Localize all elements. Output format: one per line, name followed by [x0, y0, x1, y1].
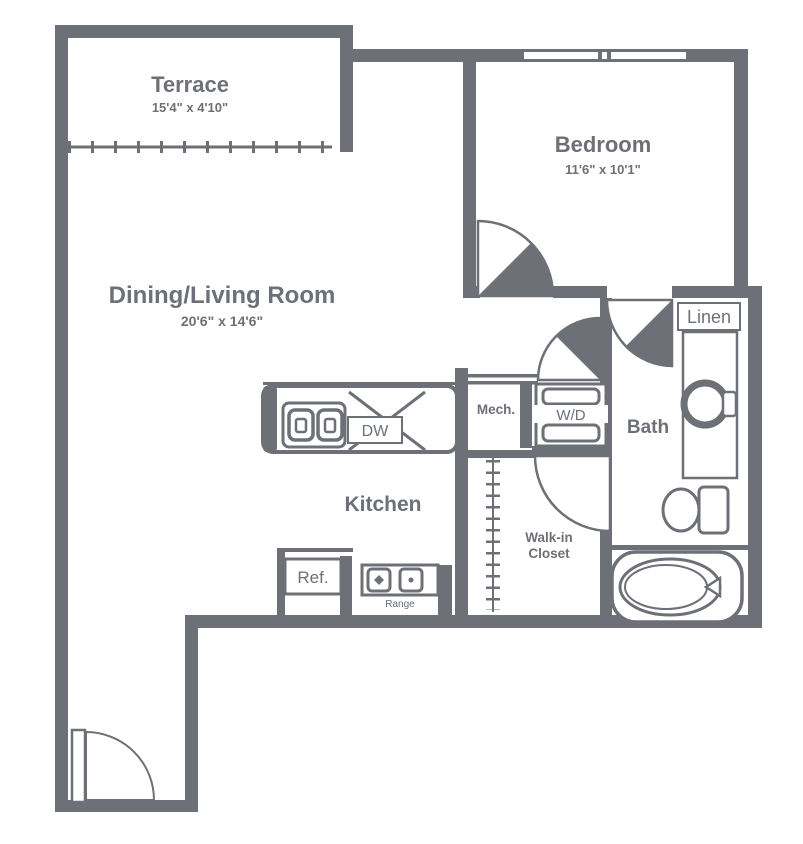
window-mullion-center: [598, 49, 602, 62]
bedroom-window: [520, 49, 690, 62]
dining-living-label: Dining/Living Room: [109, 282, 336, 309]
wall-entry-right: [185, 615, 198, 812]
linen-closet: Linen: [677, 302, 741, 331]
sink-basin-right: [316, 408, 344, 442]
wall-ref-nook-left: [277, 548, 285, 618]
bath-hall-door-leaf: [625, 300, 672, 367]
bath-faucet: [721, 390, 738, 418]
dishwasher-label-box: [347, 416, 403, 444]
bath-label: Bath: [627, 417, 669, 438]
range-label: Range: [385, 599, 415, 610]
bathtub: [610, 550, 744, 624]
wall-ref-nook-top: [277, 548, 353, 552]
wall-top-main-right: [690, 49, 748, 62]
bedroom-label: Bedroom: [555, 132, 652, 157]
entry-door: [70, 728, 156, 804]
bedroom-door: [476, 219, 555, 298]
mech-label: Mech.: [477, 402, 515, 417]
burner-left: [366, 567, 392, 593]
tub-drain: [703, 575, 722, 599]
kitchen-label: Kitchen: [344, 493, 421, 516]
wall-mech-top-outer: [468, 374, 538, 378]
wd-bottom-drum: [541, 423, 601, 443]
wall-closet-top: [468, 450, 535, 458]
window-mullion-right: [686, 49, 690, 62]
wall-right-lower: [748, 286, 762, 628]
wall-bedroom-bottom-b: [553, 286, 607, 298]
counter-end-panel: [263, 386, 277, 452]
wall-top-main-left: [340, 49, 520, 62]
burner-right: [398, 567, 424, 593]
terrace-dimensions: 15'4" x 4'10": [152, 100, 228, 115]
wall-ref-right: [340, 556, 352, 618]
wall-bottom-main: [185, 615, 762, 628]
bath-hall-door: [605, 298, 674, 368]
linen-label-box: [677, 302, 741, 331]
wall-mech-top-inner: [468, 381, 538, 385]
walk-in-closet-door: [533, 454, 612, 533]
washer-dryer-door-leaf: [556, 317, 600, 380]
window-mullion-left: [520, 49, 524, 62]
sink-basin-left: [287, 408, 315, 442]
linen-label: Linen: [687, 307, 731, 327]
wall-tub-ledge: [612, 545, 748, 550]
wall-bedroom-bottom-a: [463, 286, 480, 298]
toilet: [661, 485, 730, 535]
bath-vanity: [680, 330, 739, 480]
wd-top-drum: [541, 387, 601, 406]
wall-stove-right: [438, 565, 452, 617]
bedroom-door-leaf: [478, 243, 553, 296]
walk-in-closet-label-line1: Walk-in: [525, 530, 573, 545]
dishwasher: DW: [347, 390, 426, 452]
bedroom-dimensions: 11'6" x 10'1": [565, 162, 641, 177]
refrigerator: Ref.: [283, 557, 343, 596]
wall-bedroom-right: [734, 49, 748, 298]
wall-bedroom-left: [463, 49, 476, 298]
wall-left-exterior: [55, 25, 68, 812]
range-stove: Range: [360, 563, 440, 610]
wall-bedroom-bottom-c: [672, 286, 762, 298]
dishwasher-label: DW: [362, 423, 390, 440]
toilet-tank: [697, 485, 730, 535]
wall-terrace-top: [55, 25, 345, 38]
washer-dryer-unit: W/D: [534, 382, 608, 448]
refrigerator-label: Ref.: [297, 568, 328, 587]
wall-wd-bottom: [532, 446, 612, 456]
wall-terrace-right: [340, 25, 353, 152]
terrace-label: Terrace: [151, 72, 229, 97]
dining-living-dimensions: 20'6" x 14'6": [181, 313, 263, 329]
kitchen-sink: [281, 401, 347, 449]
washer-dryer-door: [536, 316, 602, 382]
walk-in-closet-label-line2: Closet: [528, 546, 570, 561]
washer-dryer-label: W/D: [556, 407, 585, 424]
wall-mech-wd-divider: [520, 384, 532, 448]
walls: [55, 25, 762, 812]
wall-bottom-left: [55, 800, 198, 812]
entry-door-leaf: [70, 728, 87, 804]
toilet-bowl: [661, 487, 701, 533]
window-mullion-center2: [607, 49, 611, 62]
